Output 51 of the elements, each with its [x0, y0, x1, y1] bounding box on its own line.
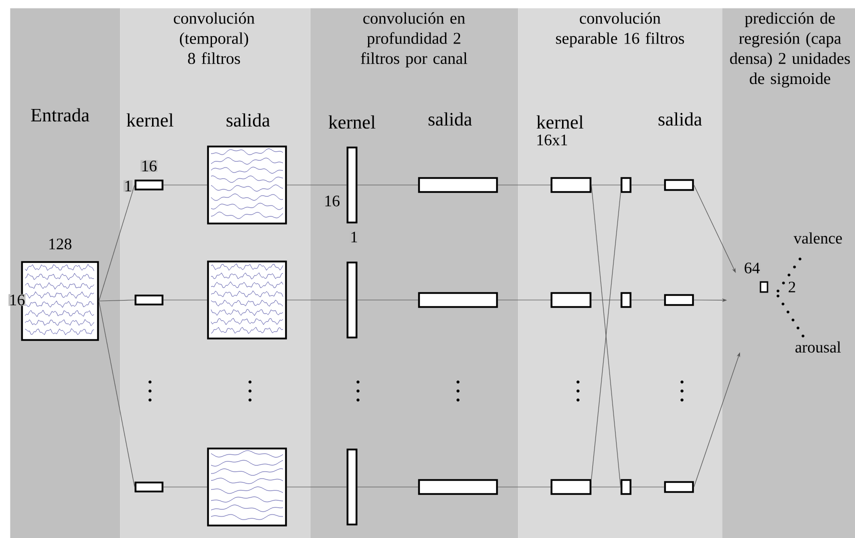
layer-box — [134, 180, 164, 190]
connector-line — [163, 184, 208, 186]
column-label: arousal — [795, 341, 841, 353]
layer-box — [664, 481, 694, 493]
connector-line — [98, 300, 135, 488]
layer-box — [418, 479, 498, 495]
connector-line — [498, 184, 551, 186]
layer-box — [664, 179, 694, 191]
connector-line — [631, 486, 664, 488]
connector-line — [357, 486, 418, 488]
layer-box — [550, 292, 592, 308]
column-label: 16x1 — [537, 134, 568, 146]
column-label: salida — [226, 113, 270, 127]
dimension-label: 64 — [744, 262, 760, 274]
column-label: kernel — [536, 115, 584, 129]
column-label: kernel — [126, 113, 174, 127]
connector-line — [286, 184, 347, 186]
layer-box — [760, 281, 768, 293]
connector-line — [98, 300, 135, 302]
layer-box — [346, 146, 358, 224]
connector-line — [357, 184, 418, 186]
dimension-label: 128 — [48, 238, 72, 250]
connector-line — [286, 486, 347, 488]
connector-line — [98, 184, 135, 302]
column-label: salida — [428, 112, 472, 126]
dimension-label: 1 — [124, 180, 132, 192]
column-label: valence — [794, 232, 842, 244]
connector-line — [591, 184, 621, 186]
layer-box — [418, 292, 498, 308]
layer-box — [550, 177, 592, 193]
layer-box — [346, 448, 358, 526]
connector-line — [631, 184, 664, 186]
layer-box — [550, 479, 592, 495]
layer-box — [134, 482, 164, 492]
column-label: salida — [658, 112, 702, 126]
layer-box — [418, 177, 498, 193]
connector-line — [591, 486, 621, 488]
layer-box — [346, 262, 358, 338]
dimension-label: 16 — [8, 294, 26, 306]
column-label: 2 — [788, 282, 796, 292]
dimension-label: 1 — [350, 231, 358, 243]
column-label: kernel — [328, 115, 376, 129]
layer-box — [620, 177, 632, 193]
connector-line — [163, 486, 208, 488]
layer-box — [620, 479, 632, 495]
connector-line — [498, 486, 551, 488]
dimension-label: 16 — [140, 160, 158, 172]
layer-box — [134, 294, 164, 306]
layer-box — [620, 292, 632, 308]
dimension-label: 16 — [324, 195, 340, 207]
layer-box — [664, 294, 694, 306]
